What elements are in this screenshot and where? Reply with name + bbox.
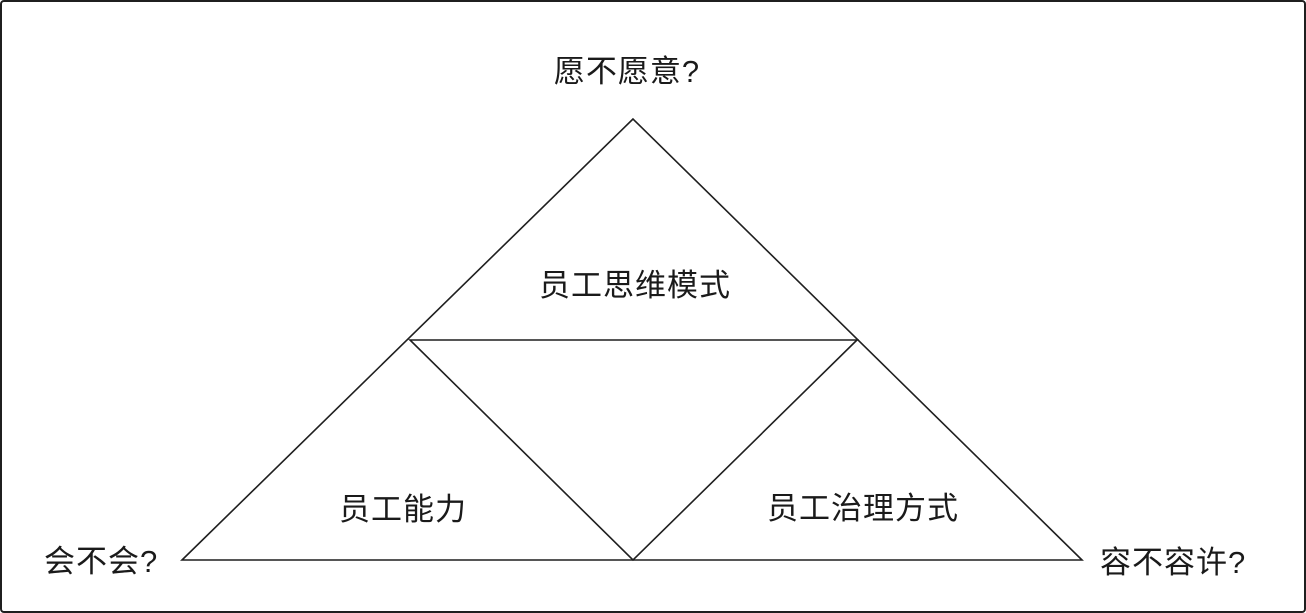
section-label-employee-ability: 员工能力: [339, 492, 467, 527]
right-question-label: 容不容许?: [1100, 545, 1247, 580]
left-question-label: 会不会?: [44, 544, 159, 579]
section-label-employee-governance: 员工治理方式: [767, 491, 959, 526]
section-label-employee-mindset: 员工思维模式: [539, 268, 731, 303]
inner-inverted-triangle-shape: [408, 339, 859, 562]
top-question-label: 愿不愿意?: [553, 54, 701, 89]
